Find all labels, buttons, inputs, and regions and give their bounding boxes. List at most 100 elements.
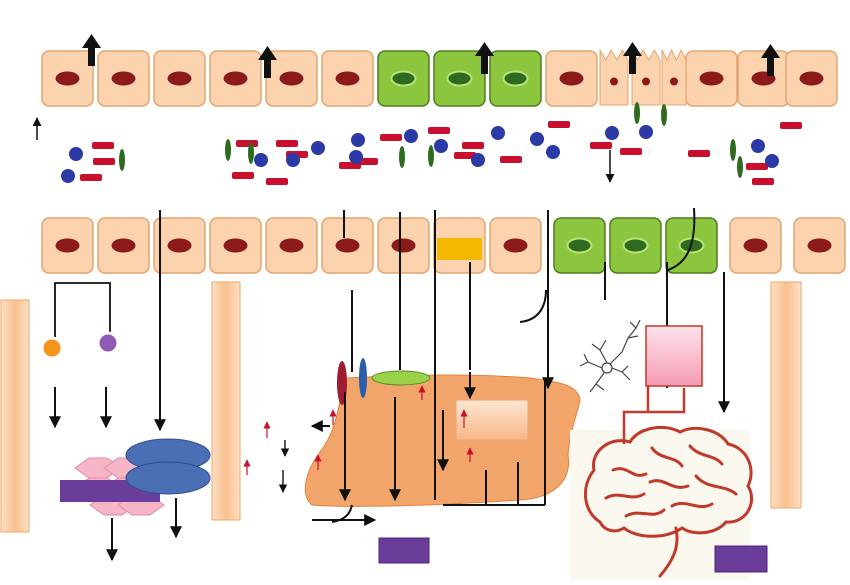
orange-receptor xyxy=(40,336,64,360)
nucleus xyxy=(335,238,360,253)
nucleus xyxy=(335,71,360,86)
blue-molecule xyxy=(254,153,268,167)
blue-molecule xyxy=(605,126,619,140)
blue-molecule xyxy=(639,125,653,139)
nucleus xyxy=(799,71,824,86)
green-molecule xyxy=(737,156,743,178)
epithelial-cell xyxy=(265,217,318,274)
nucleus xyxy=(55,238,80,253)
epithelial-cell xyxy=(785,50,838,107)
green-epithelial-cell xyxy=(433,50,486,107)
epithelial-cell xyxy=(737,50,790,107)
villus-cell-icon xyxy=(661,48,687,106)
nucleus xyxy=(670,77,678,86)
red-molecule xyxy=(266,178,288,185)
red-molecule xyxy=(428,127,450,134)
nucleus xyxy=(167,238,192,253)
nucleus xyxy=(391,238,416,253)
nucleus xyxy=(223,238,248,253)
nucleus xyxy=(167,71,192,86)
epithelial-cell xyxy=(209,50,262,107)
nucleus xyxy=(223,71,248,86)
green-molecule xyxy=(428,145,434,167)
blue-molecule xyxy=(546,145,560,159)
green-molecule xyxy=(119,149,125,171)
red-molecule xyxy=(232,172,254,179)
purple-brain-output-bar xyxy=(714,545,768,573)
up-arrow-icon xyxy=(82,34,101,66)
epithelial-cell xyxy=(321,217,374,274)
green-nucleus xyxy=(502,70,529,87)
red-molecule xyxy=(780,122,802,129)
red-molecule xyxy=(590,142,612,149)
up-arrow-icon xyxy=(258,46,277,78)
up-arrow-icon xyxy=(761,44,780,76)
nucleus xyxy=(610,77,618,86)
green-molecule xyxy=(661,104,667,126)
red-molecule xyxy=(276,140,298,147)
up-arrow-icon xyxy=(623,42,642,74)
brain-connector xyxy=(622,388,686,444)
red-molecule xyxy=(93,158,115,165)
blue-molecule xyxy=(311,141,325,155)
purple-output-bar xyxy=(378,537,430,564)
red-molecule xyxy=(380,134,402,141)
nucleus xyxy=(503,238,528,253)
epithelial-cell xyxy=(41,50,94,107)
up-arrow-icon xyxy=(475,42,494,74)
epithelial-cell xyxy=(209,217,262,274)
epithelial-cell xyxy=(321,50,374,107)
yellow-granule xyxy=(437,238,482,260)
green-nucleus xyxy=(622,237,649,254)
blue-molecule xyxy=(530,132,544,146)
curved-signal-line xyxy=(331,504,353,523)
nucleus xyxy=(642,77,650,86)
nucleus xyxy=(111,71,136,86)
red-molecule xyxy=(500,156,522,163)
red-molecule xyxy=(92,142,114,149)
green-receptor xyxy=(371,370,431,386)
purple-receptor xyxy=(96,331,120,355)
green-nucleus xyxy=(390,70,417,87)
blue-molecule xyxy=(61,169,75,183)
green-epithelial-cell xyxy=(489,50,542,107)
epithelial-cell xyxy=(545,50,598,107)
red-molecule xyxy=(80,174,102,181)
peach-box xyxy=(455,399,529,441)
blue-molecule xyxy=(286,153,300,167)
top-epithelium-row xyxy=(41,48,838,107)
villus-cell-icon xyxy=(631,48,661,106)
enteroendocrine-cell xyxy=(433,217,486,274)
pink-box xyxy=(645,325,703,387)
blue-molecule xyxy=(471,153,485,167)
lumen-contents xyxy=(61,102,802,185)
blue-molecule xyxy=(69,147,83,161)
bottom-epithelium-row xyxy=(41,217,846,274)
epithelial-cell xyxy=(489,217,542,274)
blue-molecule xyxy=(434,139,448,153)
nucleus xyxy=(279,71,304,86)
green-molecule xyxy=(634,102,640,124)
red-molecule xyxy=(752,178,774,185)
red-molecule xyxy=(236,140,258,147)
epithelial-cell xyxy=(41,217,94,274)
green-epithelial-cell xyxy=(609,217,662,274)
blue-molecule xyxy=(351,133,365,147)
blue-molecule xyxy=(404,129,418,143)
green-epithelial-cell xyxy=(377,50,430,107)
blood-vessel-pillar-left xyxy=(0,299,30,533)
epithelial-cell xyxy=(793,217,846,274)
blue-receptor xyxy=(359,358,367,398)
epithelial-cell xyxy=(153,217,206,274)
epithelial-cell xyxy=(685,50,738,107)
blood-vessel-pillar-middle xyxy=(211,281,241,521)
nucleus xyxy=(743,238,768,253)
red-molecule xyxy=(620,148,642,155)
liver-signal-lines xyxy=(343,210,725,506)
green-nucleus xyxy=(566,237,593,254)
neuron-icon xyxy=(579,319,641,393)
blue-molecule xyxy=(491,126,505,140)
nucleus xyxy=(55,71,80,86)
